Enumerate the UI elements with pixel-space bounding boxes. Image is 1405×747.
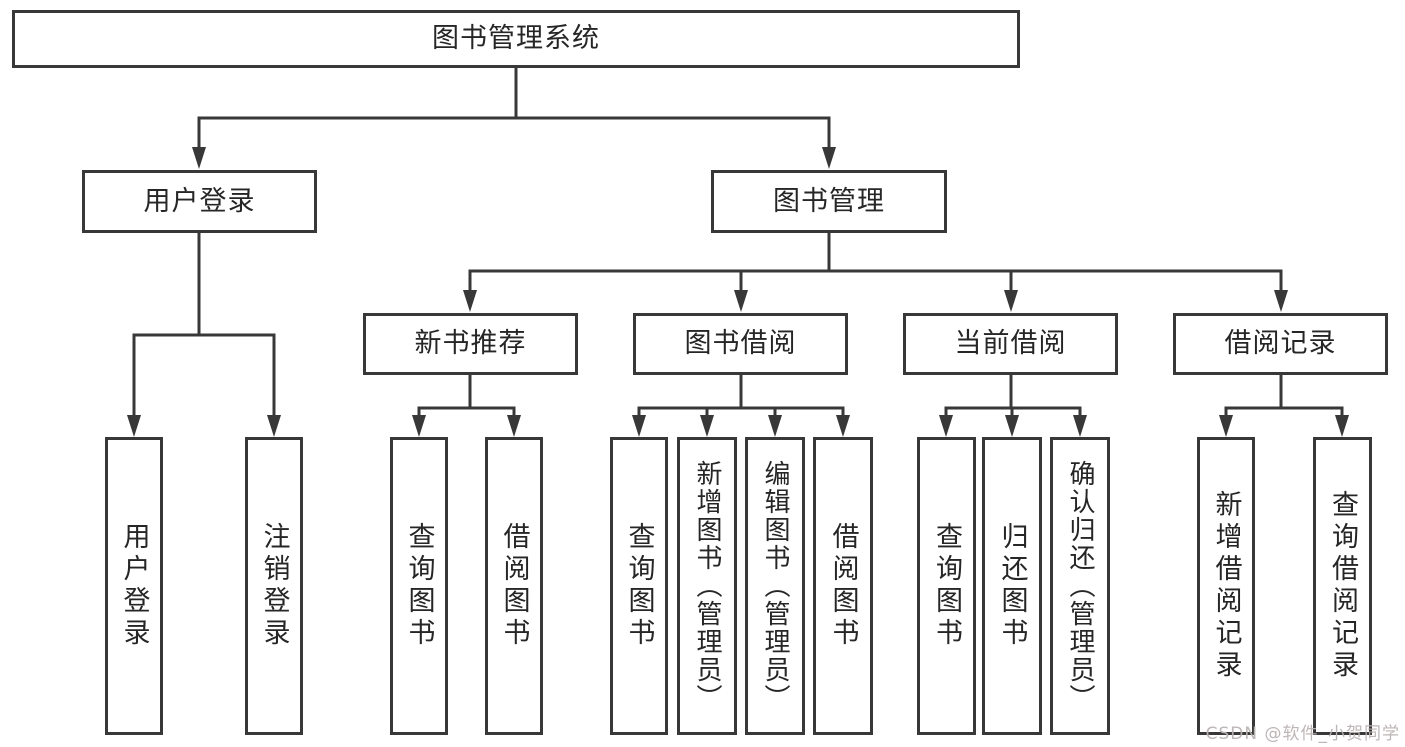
leaf-newbook-query-books-label: 查询图书 [403, 522, 435, 650]
node-user-login-label: 用户登录 [143, 185, 256, 217]
node-user-login: 用户登录 [82, 170, 317, 233]
leaf-current-confirm-return-admin: 确认归还（管理员） [1050, 437, 1110, 735]
leaf-logout-login: 注销登录 [245, 437, 303, 735]
leaf-newbook-query-books: 查询图书 [390, 437, 448, 735]
node-root: 图书管理系统 [12, 10, 1020, 68]
leaf-borrowing-borrow-books-label: 借阅图书 [827, 522, 859, 650]
node-borrowing-records-label: 借阅记录 [1224, 328, 1337, 360]
leaf-logout-login-label: 注销登录 [258, 522, 290, 650]
leaf-borrowing-query-books-label: 查询图书 [623, 522, 655, 650]
leaf-user-login: 用户登录 [105, 437, 163, 735]
leaf-borrowing-query-books: 查询图书 [610, 437, 668, 735]
leaf-borrowing-borrow-books: 借阅图书 [813, 437, 873, 735]
leaf-current-query-books: 查询图书 [917, 437, 976, 735]
node-current-borrowing: 当前借阅 [903, 313, 1118, 375]
leaf-borrowing-add-books-admin: 新增图书（管理员） [677, 437, 737, 735]
leaf-current-confirm-return-admin-label: 确认归还（管理员） [1065, 460, 1095, 712]
arrowhead-icons [127, 147, 1349, 437]
leaf-records-query-borrow-record: 查询借阅记录 [1313, 437, 1372, 735]
node-new-book-recommendation-label: 新书推荐 [414, 328, 527, 360]
leaf-records-add-borrow-record: 新增借阅记录 [1197, 437, 1255, 735]
leaf-user-login-label: 用户登录 [118, 522, 150, 650]
leaf-current-return-books-label: 归还图书 [996, 522, 1028, 650]
leaf-records-add-borrow-record-label: 新增借阅记录 [1210, 490, 1242, 682]
leaf-records-query-borrow-record-label: 查询借阅记录 [1327, 490, 1358, 682]
csdn-watermark: CSDN @软件_小贺同学 [1205, 724, 1400, 744]
leaf-current-return-books: 归还图书 [982, 437, 1042, 735]
node-book-management: 图书管理 [711, 170, 947, 233]
node-book-borrowing: 图书借阅 [633, 313, 848, 375]
node-new-book-recommendation: 新书推荐 [363, 313, 578, 375]
node-root-label: 图书管理系统 [432, 23, 600, 55]
leaf-newbook-borrow-books-label: 借阅图书 [498, 522, 530, 650]
leaf-borrowing-edit-books-admin: 编辑图书（管理员） [745, 437, 805, 735]
node-current-borrowing-label: 当前借阅 [954, 328, 1067, 360]
leaf-borrowing-edit-books-admin-label: 编辑图书（管理员） [760, 460, 790, 712]
leaf-borrowing-add-books-admin-label: 新增图书（管理员） [692, 460, 722, 712]
leaf-newbook-borrow-books: 借阅图书 [485, 437, 543, 735]
node-borrowing-records: 借阅记录 [1173, 313, 1388, 375]
leaf-current-query-books-label: 查询图书 [931, 522, 962, 650]
node-book-borrowing-label: 图书借阅 [684, 328, 797, 360]
node-book-management-label: 图书管理 [773, 185, 885, 217]
